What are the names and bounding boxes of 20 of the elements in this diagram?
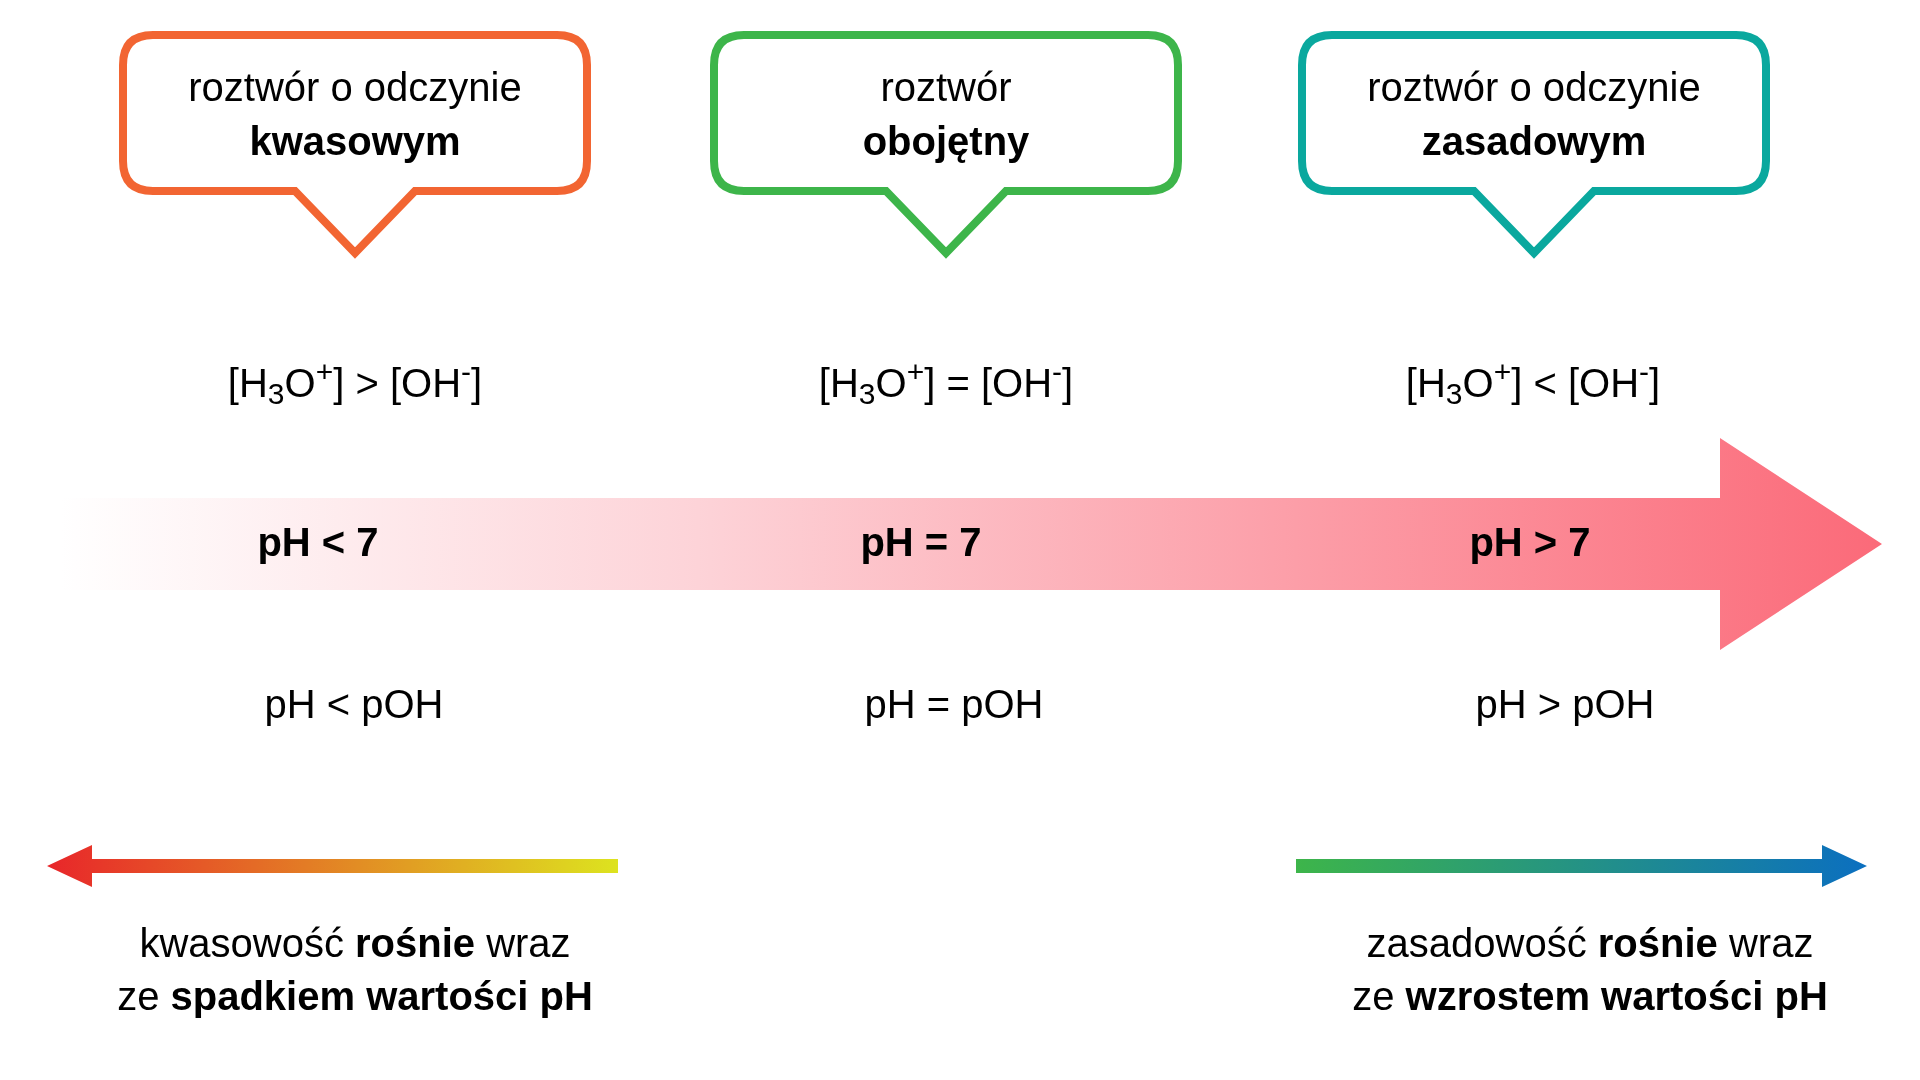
concentration-formula: [H$_{3}$O$^{+}$] = [OH$^{-}$]	[818, 356, 1074, 410]
concentration-formula: [H$_{3}$O$^{+}$] < [OH$^{-}$]	[1405, 356, 1661, 410]
ph-poh-relation: pH < pOH	[264, 680, 444, 728]
callout-text: roztwór o odczynie	[1367, 64, 1701, 111]
speech-bubble	[710, 31, 1182, 261]
callout-text: roztwór	[880, 64, 1012, 111]
callout-heading: kwasowym	[249, 118, 461, 165]
speech-bubble	[1298, 31, 1770, 261]
ph-value: pH = 7	[860, 518, 982, 566]
trend-description: zasadowość rośnie wraz ze wzrostem wartości pH	[1351, 920, 1829, 1020]
callout-text: roztwór o odczynie	[188, 64, 522, 111]
callout-heading: obojętny	[862, 118, 1030, 165]
trend-description: kwasowość rośnie wraz ze spadkiem wartości pH	[116, 920, 594, 1020]
ph-poh-relation: pH > pOH	[1475, 680, 1655, 728]
ph-poh-relation: pH = pOH	[864, 680, 1044, 728]
concentration-formula: [H$_{3}$O$^{+}$] > [OH$^{-}$]	[227, 356, 483, 410]
ph-value: pH > 7	[1469, 518, 1591, 566]
callout-heading: zasadowym	[1421, 118, 1647, 165]
ph-value: pH < 7	[257, 518, 379, 566]
speech-bubble	[119, 31, 591, 261]
